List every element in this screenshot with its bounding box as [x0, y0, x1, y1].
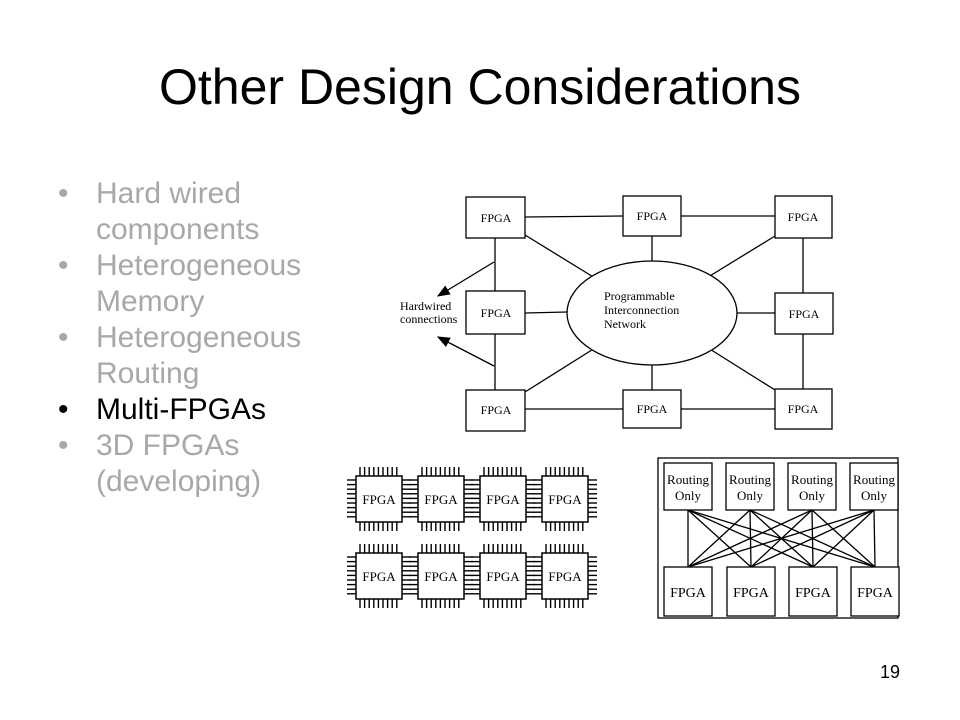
bullet-text-cont: Memory: [96, 285, 205, 318]
network-center-label: Network: [604, 317, 646, 331]
crossbar-lines: [657, 457, 899, 619]
fpga-label: FPGA: [548, 569, 582, 584]
fpga-label: FPGA: [548, 492, 582, 507]
fpga-chip: FPGA: [409, 544, 473, 608]
bullet-text-cont: (developing): [96, 465, 262, 498]
bullet-text-cont: Routing: [96, 357, 200, 390]
fpga-label: FPGA: [481, 306, 512, 320]
routing-label: Only: [861, 488, 888, 503]
bullet-text: Heterogeneous: [96, 249, 302, 282]
fpga-label: FPGA: [481, 403, 512, 417]
network-center-label: Interconnection: [604, 303, 679, 317]
fpga-label: FPGA: [795, 586, 832, 601]
routing-labels: Routing Only Routing Only Routing Only R…: [667, 472, 895, 601]
bullet-heterogeneous-routing: • Heterogeneous Routing: [58, 320, 358, 392]
fpga-label: FPGA: [486, 569, 520, 584]
bullet-3d-fpgas: • 3D FPGAs (developing): [58, 428, 358, 500]
fpga-label: FPGA: [486, 492, 520, 507]
fpga-chip: FPGA: [471, 467, 535, 531]
fpga-chip: FPGA: [533, 467, 597, 531]
bullet-dot: •: [58, 429, 69, 462]
bullet-list: • Hard wired components • Heterogeneous …: [58, 176, 358, 500]
routing-label: Routing: [853, 472, 895, 487]
bullet-hard-wired: • Hard wired components: [58, 176, 358, 248]
routing-label: Routing: [729, 472, 771, 487]
fpga-label: FPGA: [362, 492, 396, 507]
fpga-label: FPGA: [857, 586, 894, 601]
bullet-dot: •: [58, 177, 69, 210]
fpga-label: FPGA: [481, 211, 512, 225]
fpga-label: FPGA: [424, 492, 458, 507]
fpga-chip: FPGA: [347, 467, 411, 531]
routing-diagram: [657, 457, 900, 619]
network-diagram: [436, 195, 834, 432]
fpga-label: FPGA: [637, 402, 668, 416]
fpga-label: FPGA: [362, 569, 396, 584]
routing-label: Only: [799, 488, 826, 503]
fpga-label: FPGA: [789, 307, 820, 321]
routing-label: Routing: [667, 472, 709, 487]
fpga-chip: FPGA: [409, 467, 473, 531]
fpga-label: FPGA: [637, 209, 668, 223]
bullet-text: 3D FPGAs: [96, 429, 240, 462]
network-center-label: Programmable: [604, 289, 675, 303]
fpga-label: FPGA: [733, 586, 770, 601]
fpga-chip: FPGA: [347, 544, 411, 608]
fpga-label: FPGA: [670, 586, 707, 601]
bullet-dot: •: [58, 249, 69, 282]
bullet-multi-fpgas: • Multi-FPGAs: [58, 392, 358, 428]
routing-label: Only: [675, 488, 702, 503]
bullet-heterogeneous-memory: • Heterogeneous Memory: [58, 248, 358, 320]
fpga-label: FPGA: [788, 402, 819, 416]
fpga-label: FPGA: [424, 569, 458, 584]
routing-label: Only: [737, 488, 764, 503]
slide-title: Other Design Considerations: [159, 59, 801, 115]
network-labels: FPGA FPGA FPGA FPGA FPGA FPGA FPGA FPGA …: [400, 209, 820, 417]
fpga-chip: FPGA: [471, 544, 535, 608]
bullet-text: Heterogeneous: [96, 321, 302, 354]
fpga-label: FPGA: [788, 210, 819, 224]
fpga-grid-diagram: FPGA FPGA FPGA FPGA FPGA FPGA FPGA FPGA: [347, 467, 597, 608]
bullet-text-cont: components: [96, 213, 260, 246]
fpga-chip: FPGA: [533, 544, 597, 608]
routing-label: Routing: [791, 472, 833, 487]
bullet-text: Hard wired: [96, 177, 242, 210]
bullet-dot: •: [58, 393, 69, 426]
hardwired-label: connections: [400, 312, 458, 326]
hardwired-label: Hardwired: [400, 299, 451, 313]
page-number: 19: [880, 662, 901, 682]
bullet-dot: •: [58, 321, 69, 354]
bullet-text: Multi-FPGAs: [96, 393, 267, 426]
